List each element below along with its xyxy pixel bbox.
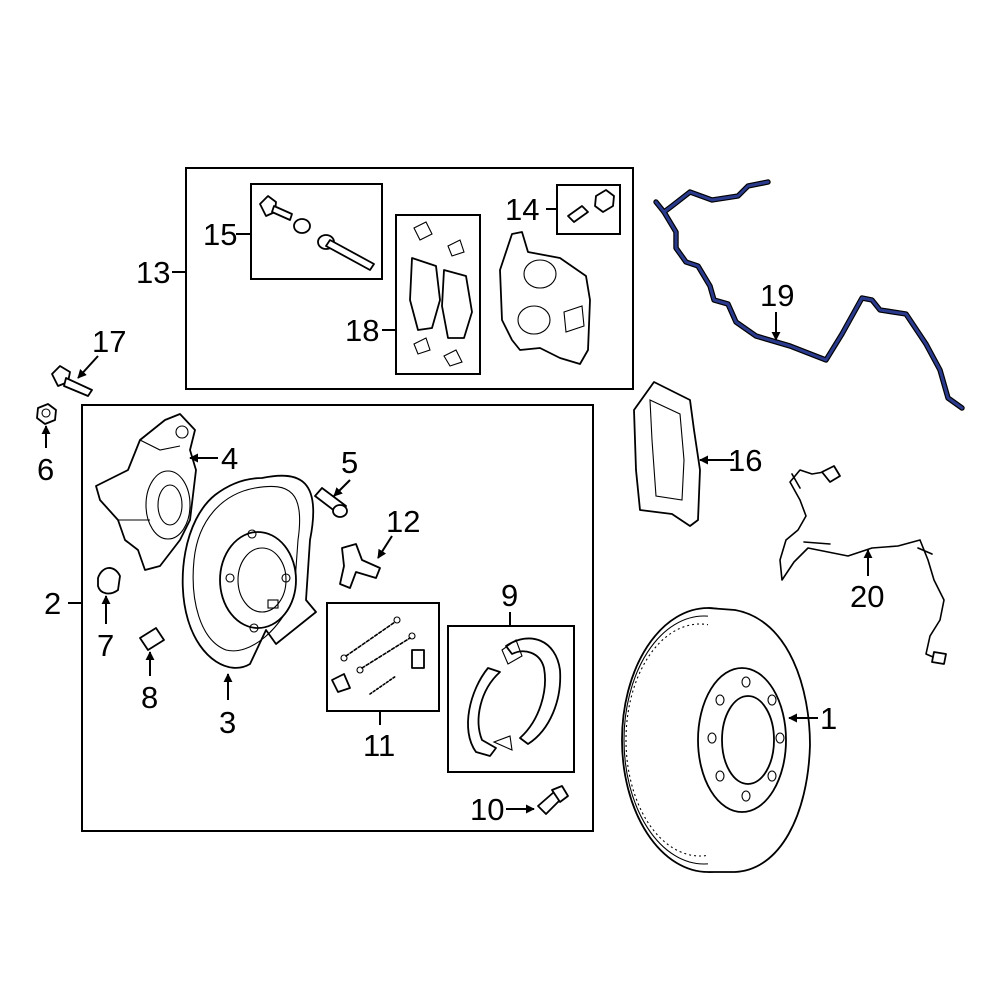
abs-sensor-harness (779, 465, 947, 665)
spring-kit-contents (331, 616, 425, 695)
brake-rotor (621, 607, 811, 873)
callout-18: 18 (345, 313, 379, 348)
callout-7: 7 (97, 628, 114, 663)
nut (36, 403, 57, 425)
caliper-bolt (51, 365, 93, 397)
access-plug (97, 567, 121, 595)
callout-19: 19 (760, 278, 794, 313)
brake-caliper (499, 231, 591, 365)
caliper-assembly-frame (185, 167, 634, 390)
shim (139, 627, 165, 651)
callout-6: 6 (37, 452, 54, 487)
wheel-stud (537, 785, 569, 815)
callout-16: 16 (728, 443, 762, 478)
pad-set-frame (395, 214, 481, 375)
mounting-pin (314, 487, 348, 518)
leader-lines (41, 208, 873, 814)
callout-9: 9 (501, 578, 518, 613)
caliper-bolt-kit (567, 189, 615, 223)
callout-12: 12 (386, 504, 420, 539)
callout-4: 4 (221, 441, 238, 476)
parking-brake-shoes (467, 637, 562, 757)
callout-17: 17 (92, 324, 126, 359)
caliper-bracket (633, 381, 701, 527)
rotor-lug-holes (707, 676, 785, 802)
callout-2: 2 (44, 586, 61, 621)
guide-pin-kit (259, 195, 375, 271)
callout-20: 20 (850, 579, 884, 614)
callout-8: 8 (141, 680, 158, 715)
callout-10: 10 (470, 792, 504, 827)
brake-pads (409, 221, 473, 367)
callout-14: 14 (505, 192, 539, 227)
cable-bracket (339, 543, 381, 589)
backing-plate (181, 474, 317, 669)
backing-plate-assembly-frame (81, 404, 594, 832)
callout-3: 3 (219, 705, 236, 740)
callout-15: 15 (203, 217, 237, 252)
callout-labels: 1 2 3 4 5 6 7 8 9 10 11 12 13 14 15 16 1… (37, 192, 884, 827)
hardware-kit-frame (250, 183, 383, 280)
knuckle-bracket (95, 413, 197, 571)
callout-5: 5 (341, 445, 358, 480)
brake-hose-highlighted (653, 179, 965, 411)
callout-11: 11 (363, 728, 395, 763)
callout-13: 13 (136, 255, 170, 290)
spring-kit-frame (326, 602, 440, 712)
callout-1: 1 (820, 701, 837, 736)
